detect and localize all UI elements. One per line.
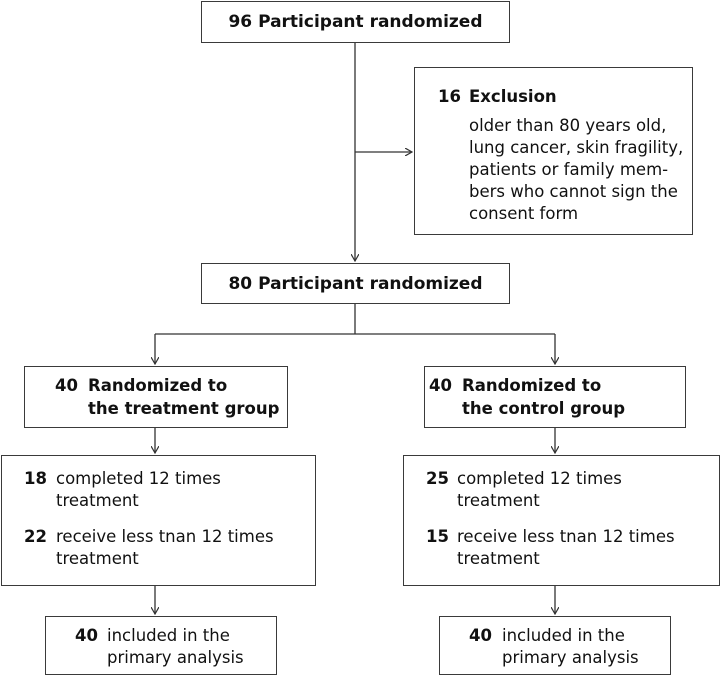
treatment-completed-count: 18 bbox=[24, 469, 47, 488]
control-label-line: Randomized to bbox=[462, 376, 602, 395]
exclusion-title: Exclusion bbox=[469, 87, 557, 106]
control-group-box: 40 Randomized to the control group bbox=[424, 366, 686, 428]
exclusion-reason-line: older than 80 years old, bbox=[469, 116, 667, 135]
treatment-group-box: 40 Randomized to the treatment group bbox=[24, 366, 288, 428]
randomized-box-top: 96 Participant randomized bbox=[201, 1, 510, 43]
treatment-label-line: Randomized to bbox=[88, 376, 228, 395]
middle-count: 80 bbox=[228, 274, 253, 294]
exclusion-reason-line: lung cancer, skin fragility, bbox=[469, 138, 684, 157]
middle-label: Participant randomized bbox=[258, 274, 483, 294]
control-partial-text: receive less tnan 12 times bbox=[457, 527, 675, 546]
control-completed-text: treatment bbox=[457, 491, 540, 510]
treatment-analysis-box: 40 included in the primary analysis bbox=[45, 616, 277, 675]
treatment-partial-text: receive less tnan 12 times bbox=[56, 527, 274, 546]
control-analysis-box: 40 included in the primary analysis bbox=[439, 616, 671, 675]
top-count: 96 bbox=[228, 12, 253, 32]
treatment-completed-text: completed 12 times bbox=[56, 469, 221, 488]
randomized-box-middle: 80 Participant randomized bbox=[201, 263, 510, 304]
control-outcomes-box: 25 completed 12 times treatment 15 recei… bbox=[403, 455, 720, 586]
treatment-analysis-text: included in the bbox=[107, 626, 230, 645]
top-label: Participant randomized bbox=[258, 12, 483, 32]
treatment-partial-text: treatment bbox=[56, 549, 139, 568]
exclusion-reason-line: consent form bbox=[469, 204, 579, 223]
treatment-analysis-count: 40 bbox=[75, 626, 98, 645]
control-analysis-text: primary analysis bbox=[502, 648, 639, 667]
exclusion-reason-line: bers who cannot sign the bbox=[469, 182, 678, 201]
treatment-outcomes-box: 18 completed 12 times treatment 22 recei… bbox=[1, 455, 316, 586]
control-partial-count: 15 bbox=[426, 527, 449, 546]
control-completed-count: 25 bbox=[426, 469, 449, 488]
exclusion-count: 16 bbox=[438, 87, 461, 106]
exclusion-reason-line: patients or family mem- bbox=[469, 160, 669, 179]
exclusion-box: 16 Exclusion older than 80 years old, lu… bbox=[414, 67, 693, 235]
treatment-label-line: the treatment group bbox=[88, 399, 280, 418]
control-analysis-text: included in the bbox=[502, 626, 625, 645]
control-label-line: the control group bbox=[462, 399, 626, 418]
treatment-completed-text: treatment bbox=[56, 491, 139, 510]
treatment-analysis-text: primary analysis bbox=[107, 648, 244, 667]
control-count: 40 bbox=[429, 376, 452, 395]
treatment-count: 40 bbox=[55, 376, 78, 395]
control-analysis-count: 40 bbox=[469, 626, 492, 645]
treatment-partial-count: 22 bbox=[24, 527, 47, 546]
control-partial-text: treatment bbox=[457, 549, 540, 568]
control-completed-text: completed 12 times bbox=[457, 469, 622, 488]
